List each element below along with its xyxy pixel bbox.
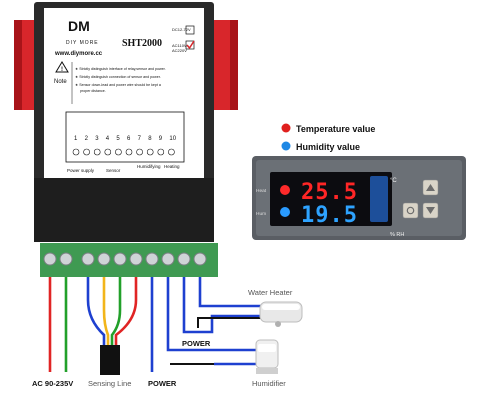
note-line-4: proper distance. — [80, 89, 106, 93]
terminal-symbol — [125, 148, 133, 156]
svg-text:!: ! — [61, 67, 63, 73]
humidifier-icon — [255, 339, 279, 374]
terminal-symbol — [136, 148, 143, 156]
terminal-number: 8 — [148, 136, 152, 142]
legend-humidity: Humidity value — [296, 142, 360, 152]
controller-front-panel: Heat Hum 25.5 19.5 °C % RH — [252, 156, 466, 240]
heating-label: Heating — [164, 164, 180, 169]
power-label-bottom: POWER — [148, 379, 177, 388]
sensor-yellow-wire — [102, 277, 110, 345]
sensor-blue-wire — [86, 277, 106, 345]
hum-led — [280, 207, 290, 217]
temp-unit-label: °C — [390, 178, 397, 184]
voltage-dc-checkbox — [185, 25, 195, 35]
sensor-red-wire — [114, 277, 138, 345]
terminal-screws — [43, 252, 207, 266]
hum-indicator-label: Hum — [256, 211, 266, 217]
terminal-screw[interactable] — [59, 252, 73, 266]
terminal-screw[interactable] — [193, 252, 207, 266]
temperature-dot-icon — [281, 123, 291, 133]
heater-black-wire — [197, 317, 262, 328]
terminal-screw[interactable] — [113, 252, 127, 266]
note-line-2: ★ Strictly distinguish connection of sen… — [75, 75, 161, 79]
brand-mark: DM — [68, 18, 90, 34]
note-line-3: ★ Sensor down-lead and power wire should… — [75, 83, 161, 87]
terminal-symbol — [146, 148, 154, 156]
button-down[interactable] — [422, 202, 439, 219]
terminal-symbol — [72, 148, 80, 156]
terminal-symbol — [83, 148, 90, 156]
terminal-symbol — [93, 148, 101, 156]
voltage-ac-checkbox — [185, 40, 195, 50]
temperature-readout: 25.5 — [301, 180, 358, 205]
model-text: SHT2000 — [122, 38, 162, 49]
terminal-symbol — [104, 148, 112, 156]
terminal-number: 3 — [95, 136, 99, 142]
brand-logo: DM DIY MORE www.diymore.cc — [54, 18, 103, 57]
display-side-indicator — [370, 176, 388, 222]
hum-unit-label: % RH — [390, 232, 404, 238]
terminal-screw[interactable] — [145, 252, 159, 266]
arrow-up-icon — [426, 184, 435, 191]
water-heater-icon — [259, 301, 303, 327]
warning-icon — [55, 61, 69, 73]
terminal-screw[interactable] — [97, 252, 111, 266]
terminal-symbol — [168, 148, 175, 156]
water-heater-label: Water Heater — [248, 288, 293, 297]
terminal-number: 4 — [106, 136, 110, 142]
note-line-1: ★ Strictly distinguish interface of rela… — [75, 67, 166, 71]
website-text: www.diymore.cc — [54, 51, 103, 57]
settings-icon — [406, 206, 415, 215]
svg-text:AC220V: AC220V — [172, 48, 187, 53]
button-settings[interactable] — [402, 202, 419, 219]
terminal-number: 5 — [116, 136, 120, 142]
terminal-number: 6 — [127, 136, 131, 142]
terminal-symbol — [157, 148, 165, 156]
heat-led — [280, 185, 290, 195]
terminal-number: 9 — [159, 136, 163, 142]
terminal-screw[interactable] — [161, 252, 175, 266]
sensor-green-wire — [110, 277, 122, 345]
humidifying-label: Humidifying — [137, 164, 161, 169]
voltage-ac-label: AC110V- — [172, 43, 188, 48]
humidifier-label: Humidifier — [252, 379, 286, 388]
humidity-readout: 19.5 — [301, 203, 358, 228]
humidifier-wire-a — [166, 277, 260, 352]
label-sticker — [44, 8, 204, 178]
power-label-mid: POWER — [182, 339, 211, 348]
note-label: Note — [54, 79, 67, 85]
terminal-diagram — [65, 111, 185, 163]
terminal-symbol — [115, 148, 122, 156]
terminal-screw[interactable] — [177, 252, 191, 266]
wires — [48, 277, 262, 375]
brand-sub: DIY MORE — [66, 40, 99, 46]
sensor-label: Sensor — [106, 168, 121, 173]
terminal-screw[interactable] — [129, 252, 143, 266]
button-up[interactable] — [422, 179, 439, 196]
controller-device-rear — [14, 2, 238, 277]
heater-wire-a — [182, 277, 262, 334]
terminal-number: 10 — [169, 136, 176, 142]
voltage-dc-label: DC12-72V — [172, 27, 191, 32]
terminal-screw[interactable] — [81, 252, 95, 266]
lcd-window — [270, 172, 392, 226]
check-icon — [186, 40, 195, 50]
heater-wire-b — [198, 277, 262, 308]
sensing-line-label: Sensing Line — [88, 379, 131, 388]
ac-voltage-label: AC 90-235V — [32, 379, 73, 388]
terminal-screw[interactable] — [43, 252, 57, 266]
humidity-dot-icon — [281, 141, 291, 151]
arrow-down-icon — [426, 207, 435, 214]
terminal-number: 7 — [138, 136, 142, 142]
legend-temperature: Temperature value — [296, 124, 375, 134]
heat-indicator-label: Heat — [256, 188, 267, 194]
terminal-number: 2 — [85, 136, 89, 142]
sensor-cable — [100, 345, 120, 375]
power-supply-label: Power supply — [67, 168, 95, 173]
terminal-number: 1 — [74, 136, 78, 142]
